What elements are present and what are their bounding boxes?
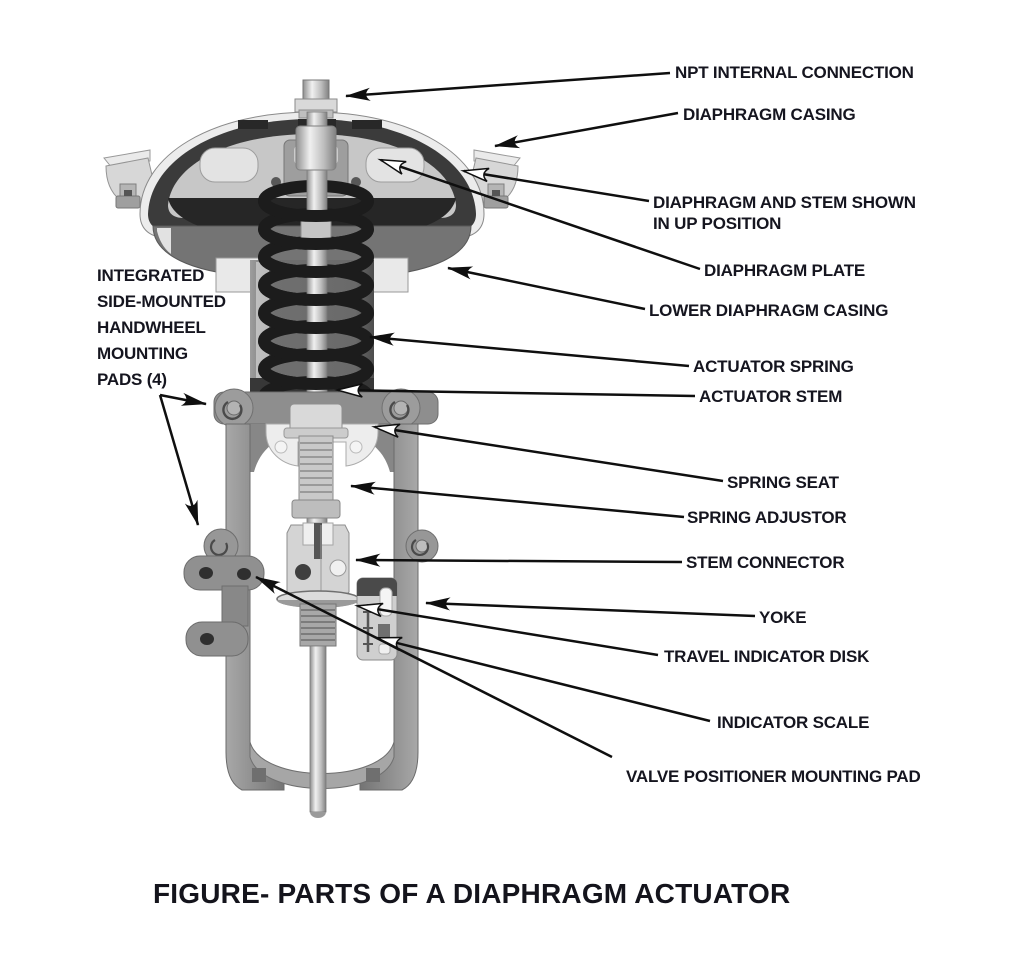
leader-travel-indicator-disk <box>354 602 659 657</box>
leader-lower-diaphragm-casing <box>447 266 646 311</box>
yoke-base-saddle <box>249 741 395 789</box>
valve-positioner-mounting-pad-art <box>405 529 439 563</box>
part-label-handwheel-mounting-pads: INTEGRATED SIDE-MOUNTED HANDWHEEL MOUNTI… <box>97 266 226 389</box>
leader-diaphragm-plate <box>377 158 701 271</box>
leader-valve-positioner-mounting-pad <box>255 575 613 759</box>
leader-diaphragm-casing <box>494 111 679 149</box>
handwheel-pads-lower <box>183 528 265 657</box>
leader-handwheel-pad-lower <box>158 394 200 526</box>
part-label-actuator-stem: ACTUATOR STEM <box>699 387 843 406</box>
part-label-valve-positioner-mounting-pad: VALVE POSITIONER MOUNTING PAD <box>626 767 921 786</box>
spring-adjustor-art <box>291 435 341 519</box>
leader-npt-internal-connection <box>345 71 671 101</box>
leader-stem-connector <box>355 553 683 567</box>
part-label-diaphragm-casing: DIAPHRAGM CASING <box>683 105 856 124</box>
leader-lines <box>158 71 756 759</box>
part-label-travel-indicator-disk: TRAVEL INDICATOR DISK <box>664 647 870 666</box>
handwheel-pad-upper <box>214 388 254 428</box>
valve-stem-art <box>299 603 337 818</box>
part-label-lower-diaphragm-casing: LOWER DIAPHRAGM CASING <box>649 301 889 320</box>
leader-diaphragm-and-stem <box>460 167 650 203</box>
part-label-stem-connector: STEM CONNECTOR <box>686 553 845 572</box>
part-label-spring-adjustor: SPRING ADJUSTOR <box>687 508 847 527</box>
figure-caption: FIGURE- PARTS OF A DIAPHRAGM ACTUATOR <box>153 878 791 909</box>
part-label-diaphragm-and-stem: DIAPHRAGM AND STEM SHOWN IN UP POSITION <box>653 193 916 233</box>
leader-handwheel-pad-upper <box>159 392 207 406</box>
part-label-yoke: YOKE <box>759 608 807 627</box>
leader-yoke <box>425 597 756 618</box>
leader-actuator-spring <box>369 332 690 368</box>
leader-indicator-scale <box>373 636 711 723</box>
part-label-spring-seat: SPRING SEAT <box>727 473 839 492</box>
stem-connector-art <box>286 522 350 597</box>
indicator-scale-art <box>356 577 398 661</box>
part-label-actuator-spring: ACTUATOR SPRING <box>693 357 854 376</box>
spring-seat-art <box>283 403 349 439</box>
part-label-diaphragm-plate: DIAPHRAGM PLATE <box>704 261 866 280</box>
leader-actuator-stem <box>334 383 696 398</box>
part-label-npt-internal-connection: NPT INTERNAL CONNECTION <box>675 63 914 82</box>
leader-spring-seat <box>371 423 724 483</box>
part-label-indicator-scale: INDICATOR SCALE <box>717 713 870 732</box>
leader-spring-adjustor <box>350 481 685 519</box>
